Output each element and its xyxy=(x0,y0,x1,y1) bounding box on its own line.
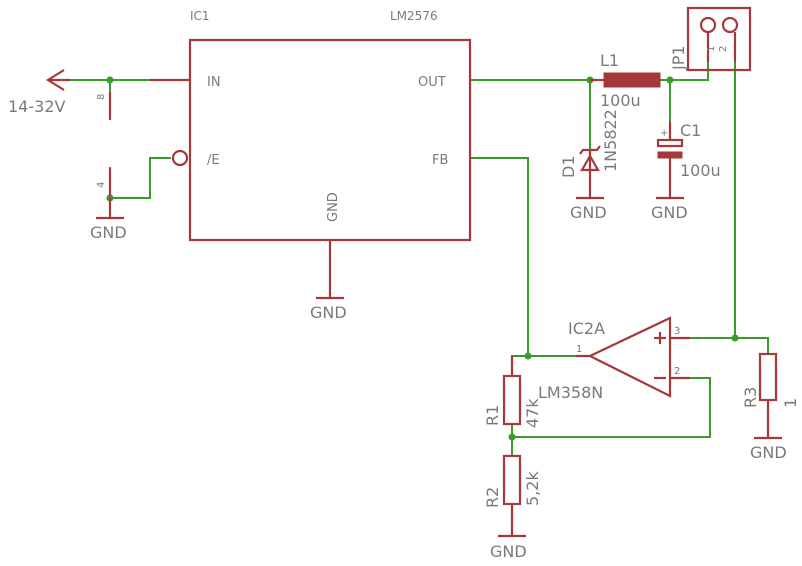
ic1-pin4-number: 4 xyxy=(96,182,107,188)
c1-polarity: + xyxy=(660,128,668,139)
supply-input-arrow xyxy=(45,69,70,91)
ic2a-opamp-symbol xyxy=(576,316,690,398)
r3-value: 1 xyxy=(781,398,800,408)
r1-resistor-symbol xyxy=(502,356,522,426)
ic1-pin-fb-label: FB xyxy=(432,153,448,168)
ic2a-pin3-number: 3 xyxy=(674,326,680,337)
gnd-label-c1: GND xyxy=(651,203,688,222)
gnd-symbol-enable xyxy=(96,198,124,220)
ic2a-value: LM358N xyxy=(538,383,603,402)
ic2a-pin1-number: 1 xyxy=(576,344,582,355)
ic1-pin8-number: 8 xyxy=(96,94,107,100)
gnd-label-r3: GND xyxy=(750,443,787,462)
ic1-pin-gnd-label: GND xyxy=(326,192,341,222)
ic1-pin-in-label: IN xyxy=(207,75,221,90)
ic2a-pin2-number: 2 xyxy=(674,366,680,377)
l1-name: L1 xyxy=(600,51,619,70)
c1-value: 100u xyxy=(680,161,721,180)
l1-value: 100u xyxy=(600,91,641,110)
c1-name: C1 xyxy=(680,121,701,140)
r1-name: R1 xyxy=(483,405,502,426)
r3-name: R3 xyxy=(741,387,760,408)
l1-inductor-symbol xyxy=(590,72,661,88)
ic1-pin-en-label: /E xyxy=(207,153,220,168)
jp1-pin1-number: 1 xyxy=(706,46,717,52)
gnd-label-enable: GND xyxy=(90,223,127,242)
jp1-connector-symbol xyxy=(686,6,752,72)
junctions xyxy=(106,76,739,441)
d1-name: D1 xyxy=(559,156,578,179)
c1-capacitor-symbol xyxy=(656,122,684,200)
jp1-name: JP1 xyxy=(669,45,688,71)
r2-value: 5,2k xyxy=(523,471,542,506)
ic1-pin-out-label: OUT xyxy=(418,75,446,90)
ic1-name: IC1 xyxy=(190,9,210,23)
r2-name: R2 xyxy=(483,487,502,508)
gnd-label-ic1: GND xyxy=(310,303,347,322)
supply-voltage-label: 14-32V xyxy=(8,97,65,116)
jp1-pin2-number: 2 xyxy=(718,46,729,52)
ic1-value: LM2576 xyxy=(390,9,438,23)
gnd-label-d1: GND xyxy=(570,203,607,222)
r1-value: 47k xyxy=(523,398,542,428)
r2-resistor-symbol xyxy=(498,454,526,538)
d1-diode-symbol xyxy=(576,145,604,200)
wires xyxy=(69,61,769,457)
ic1-body xyxy=(150,38,472,300)
d1-value: 1N5822 xyxy=(601,109,620,172)
r3-resistor-symbol xyxy=(754,352,782,440)
ic2a-name: IC2A xyxy=(568,319,605,338)
gnd-label-r2: GND xyxy=(490,542,527,561)
